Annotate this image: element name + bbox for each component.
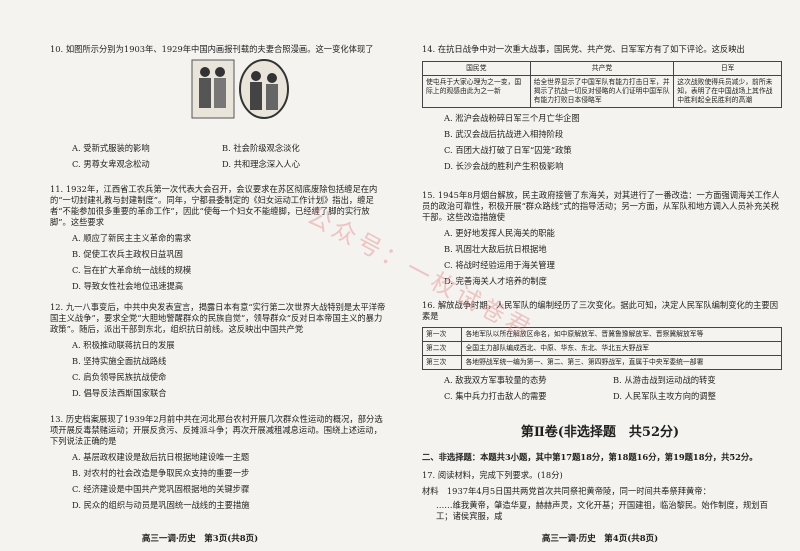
- table-cell: 给全世界显示了中国军队有能力打击日军，并揭示了抗战一切反对侵略的人们证明中国军队…: [529, 74, 675, 108]
- table-row: 使屯兵于大家心理为之一变，国际上的观感由此为之一新 给全世界显示了中国军队有能力…: [422, 74, 782, 108]
- table-row: 第三次 各地野战军统一编为第一、第二、第三、第四野战军，直属于中央军委统一部署: [421, 354, 782, 370]
- question-14: 14. 在抗日战争中对一次重大战事，国民党、共产党、日军军方有了如下评论。这反映…: [422, 44, 782, 172]
- option-c[interactable]: C. 男尊女卑观念松动: [72, 158, 150, 169]
- option-d[interactable]: D. 长沙会战的胜利产生积极影响: [444, 160, 564, 171]
- option-b[interactable]: B. 社会阶级观念淡化: [222, 143, 300, 153]
- army-table: 第一次 各地军队以所在解放区命名，如中原解放军、晋冀鲁豫解放军、晋察冀解放军等 …: [421, 326, 782, 370]
- question-stem: 12. 九一八事变后，中共中央发表宣言，揭露日本有意“实行第二次世界大战特别是太…: [50, 302, 386, 334]
- option-c[interactable]: C. 旨在扩大革命统一战线的规模: [72, 264, 192, 275]
- option-c[interactable]: C. 集中兵力打击敌人的需要: [444, 390, 547, 401]
- right-page: 14. 在抗日战争中对一次重大战事，国民党、共产党、日军军方有了如下评论。这反映…: [400, 0, 800, 551]
- material-text: 材料 1937年4月5日国共两党首次共同祭祀黄帝陵，同一时间共奉祭拜黄帝：: [422, 486, 711, 496]
- question-17: 17. 阅读材料，完成下列要求。(18分): [422, 470, 563, 480]
- option-a[interactable]: A. 积极推动联蒋抗日的发展: [72, 339, 175, 350]
- question-10: 10. 如图所示分别为1903年、1929年中国内画报刊载的夫妻合照漫画。这一变…: [50, 44, 390, 55]
- question-stem: 11. 1932年，江西省工农兵第一次代表大会召开，会议要求在苏区彻底废除包括缠…: [50, 184, 378, 227]
- option-a[interactable]: A. 敌我双方军事较量的态势: [444, 374, 547, 385]
- question-16: 16. 解放战争时期，人民军队的编制经历了三次变化。据此可知，决定人民军队编制变…: [421, 300, 782, 402]
- option-c[interactable]: C. 肩负领导民族抗战使命: [72, 371, 167, 382]
- table-header: 共产党: [529, 60, 675, 76]
- table-cell: 这次战败使得兵员减少，前所未知，表明了在中国战场上其作战中胜利起全民胜利的高潮: [673, 74, 782, 108]
- option-c[interactable]: C. 经济建设是中国共产党巩固根据地的关键步骤: [72, 483, 250, 494]
- option-d[interactable]: D. 倡导反法西斯国家联合: [72, 387, 167, 398]
- question-11: 11. 1932年，江西省工农兵第一次代表大会召开，会议要求在苏区彻底废除包括缠…: [50, 184, 390, 292]
- option-a[interactable]: A. 更好地发挥人民海关的职能: [444, 227, 555, 238]
- page-footer: 高三一调·历史 第3页(共8页): [141, 533, 259, 544]
- question-stem: 14. 在抗日战争中对一次重大战事，国民党、共产党、日军军方有了如下评论。这反映…: [422, 44, 745, 54]
- option-b[interactable]: B. 对农村的社会改造是争取民众支持的重要一步: [72, 467, 250, 478]
- couple-cartoon-icon: [191, 59, 289, 119]
- option-c[interactable]: C. 将战时经验运用于海关管理: [444, 259, 555, 270]
- table-cell: 各地野战军统一编为第一、第二、第三、第四野战军，直属于中央军委统一部署: [461, 354, 782, 370]
- table-row: 第二次 全国主力部队编成西北、中原、华东、东北、华北五大野战军: [421, 340, 782, 356]
- question-stem: 13. 历史档案展现了1939年2月前中共在河北邢台农村开展几次群众性运动的概况…: [50, 414, 383, 446]
- question-12: 12. 九一八事变后，中共中央发表宣言，揭露日本有意“实行第二次世界大战特别是太…: [50, 302, 390, 399]
- table-cell: 使屯兵于大家心理为之一变，国际上的观感由此为之一新: [422, 74, 531, 108]
- question-stem: 16. 解放战争时期，人民军队的编制经历了三次变化。据此可知，决定人民军队编制变…: [422, 300, 779, 321]
- option-d[interactable]: D. 民众的组织与动员是巩固统一战线的主要措施: [72, 499, 250, 510]
- option-d[interactable]: D. 人民军队主攻方向的调整: [613, 390, 716, 401]
- table-cell: 第三次: [421, 354, 463, 370]
- comment-table: 国民党 共产党 日军 使屯兵于大家心理为之一变，国际上的观感由此为之一新 给全世…: [422, 60, 782, 108]
- section-instructions: 二、非选择题：本题共3小题，其中第17题18分，第18题16分，第19题18分，…: [422, 452, 758, 462]
- option-c[interactable]: C. 百团大战打破了日军“囚笼”政策: [444, 144, 572, 155]
- option-d[interactable]: D. 共和理念深入人心: [222, 158, 301, 169]
- option-b[interactable]: B. 促使工农兵主政权日益巩固: [72, 248, 183, 259]
- material-text-2: ……维我黄帝，肇造华夏，赫赫声灵，文化开基；开国建祖，临治黎民。始作制度，规划百…: [436, 500, 768, 521]
- table-header: 国民党: [422, 60, 531, 76]
- question-stem: 10. 如图所示分别为1903年、1929年中国内画报刊载的夫妻合照漫画。这一变…: [50, 44, 374, 54]
- option-a[interactable]: A. 淞沪会战粉碎日军三个月亡华企图: [444, 112, 580, 123]
- option-a[interactable]: A. 基层政权建设是敌后抗日根据地建设唯一主题: [72, 451, 250, 462]
- question-13: 13. 历史档案展现了1939年2月前中共在河北邢台农村开展几次群众性运动的概况…: [50, 414, 390, 511]
- table-row: 第一次 各地军队以所在解放区命名，如中原解放军、晋冀鲁豫解放军、晋察冀解放军等: [421, 326, 782, 342]
- page-footer: 高三一调·历史 第4页(共8页): [541, 533, 659, 544]
- table-cell: 全国主力部队编成西北、中原、华东、东北、华北五大野战军: [461, 340, 782, 356]
- question-10-options: A. 受新式服装的影响 B. 社会阶级观念淡化 C. 男尊女卑观念松动 D. 共和理…: [50, 138, 390, 170]
- option-a[interactable]: A. 受新式服装的影响: [72, 143, 150, 153]
- option-d[interactable]: D. 完善海关人才培养的制度: [444, 275, 547, 286]
- option-a[interactable]: A. 顺应了新民主主义革命的需求: [72, 232, 192, 243]
- table-cell: 第一次: [421, 326, 463, 342]
- option-b[interactable]: B. 从游击战到运动战的转变: [613, 374, 716, 385]
- cartoon-images: [190, 58, 290, 120]
- table-cell: 第二次: [421, 340, 463, 356]
- table-header: 日军: [673, 60, 782, 76]
- option-d[interactable]: D. 导致女性社会地位迅速提高: [72, 280, 184, 291]
- section-title: 第Ⅱ卷(非选择题 共52分): [520, 425, 680, 440]
- option-b[interactable]: B. 坚持实施全面抗战路线: [72, 355, 167, 366]
- question-15: 15. 1945年8月烟台解放，民主政府接管了东海关，对其进行了一番改造：一方面…: [422, 190, 782, 287]
- option-b[interactable]: B. 巩固壮大敌后抗日根据地: [444, 243, 547, 254]
- option-b[interactable]: B. 武汉会战后抗战进入相持阶段: [444, 128, 564, 139]
- left-page: 10. 如图所示分别为1903年、1929年中国内画报刊载的夫妻合照漫画。这一变…: [50, 44, 390, 544]
- question-stem: 15. 1945年8月烟台解放，民主政府接管了东海关，对其进行了一番改造：一方面…: [422, 190, 780, 222]
